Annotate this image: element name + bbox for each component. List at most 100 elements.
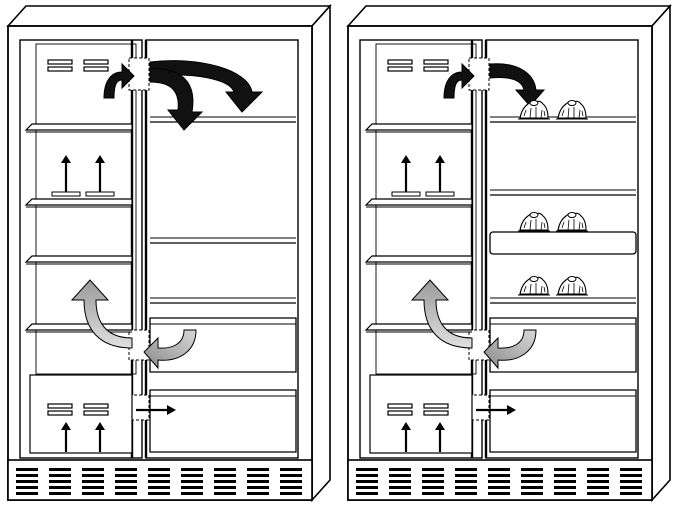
freezer-shelf [366,324,472,330]
deli-drawer [490,390,636,452]
arrow-base [86,192,114,196]
grille-slat [214,486,236,489]
grille-slat [389,468,411,471]
freezer-shelf [366,124,472,130]
grille-slat [554,468,576,471]
freezer-vent-bottom-right-slot [84,411,108,415]
freezer-vent-left-slot [388,67,412,71]
grille-slat [115,468,137,471]
freezer-shelf [26,199,132,205]
grille-slat [554,480,576,483]
grille-slat [49,492,71,495]
arrow-base [392,192,420,196]
grille-slat [587,468,609,471]
grille-slat [422,468,444,471]
grille-slat [389,474,411,477]
freezer-vent-bottom-right-slot [84,404,108,408]
grille-slat [49,486,71,489]
grille-slat [455,480,477,483]
grille-slat [587,474,609,477]
grille-slat [488,468,510,471]
cabinet-top [348,6,670,26]
grille-slat [389,480,411,483]
food-top [568,277,576,282]
grille-slat [356,480,378,483]
grille-slat [389,486,411,489]
freezer-vent-right-slot [424,67,448,71]
grille-slat [280,492,302,495]
grille-slat [554,474,576,477]
panel-right [348,6,670,500]
grille-slat [587,480,609,483]
arrow-base [52,192,80,196]
grille-slat [422,474,444,477]
grille-slat [488,480,510,483]
grille-slat [620,492,642,495]
grille-slat [356,486,378,489]
grille-slat [16,486,38,489]
grille-slat [620,468,642,471]
freezer-basket [30,375,132,453]
grille-slat [620,486,642,489]
grille-slat [181,486,203,489]
grille-slat [422,480,444,483]
grille-slat [247,474,269,477]
grille-slat [181,492,203,495]
grille-slat [488,492,510,495]
grille-slat [214,474,236,477]
grille-slat [214,480,236,483]
grille-slat [148,474,170,477]
food-top [530,101,538,106]
grille-slat [356,474,378,477]
freezer-vent-bottom-left-slot [48,404,72,408]
grille-slat [488,474,510,477]
grille-slat [521,468,543,471]
grille-slat [422,486,444,489]
grille-slat [82,492,104,495]
grille-slat [455,486,477,489]
grille-slat [554,492,576,495]
freezer-basket [370,375,472,453]
grille-slat [82,468,104,471]
freezer-vent-right-slot [424,60,448,64]
freezer-vent-bottom-right-slot [424,404,448,408]
grille-slat [280,480,302,483]
freezer-shelf [366,199,472,205]
cabinet-side [312,6,330,500]
freezer-vent-left-slot [388,60,412,64]
grille-slat [148,492,170,495]
grille-slat [455,492,477,495]
grille-slat [620,480,642,483]
grille-slat [554,486,576,489]
food-top [568,213,576,218]
grille-slat [82,474,104,477]
freezer-vent-bottom-left-slot [388,411,412,415]
grille-slat [49,480,71,483]
grille-slat [214,468,236,471]
grille-slat [16,480,38,483]
freezer-vent-left-slot [48,60,72,64]
freezer-shelf [26,124,132,130]
grille-slat [49,474,71,477]
food-top [530,213,538,218]
grille-slat [455,468,477,471]
freezer-shelf [26,256,132,262]
grille-slat [247,486,269,489]
grille-slat [247,468,269,471]
freezer-vent-left-slot [48,67,72,71]
grille-slat [214,492,236,495]
freezer-shelf [26,324,132,330]
grille-slat [247,492,269,495]
grille-slat [16,492,38,495]
grille-slat [521,480,543,483]
grille-slat [82,480,104,483]
deli-drawer [150,390,296,452]
grille-slat [488,486,510,489]
grille-slat [280,486,302,489]
grille-slat [521,486,543,489]
grille-slat [521,492,543,495]
grille-slat [181,474,203,477]
cabinet-side [652,6,670,500]
grille-slat [115,492,137,495]
